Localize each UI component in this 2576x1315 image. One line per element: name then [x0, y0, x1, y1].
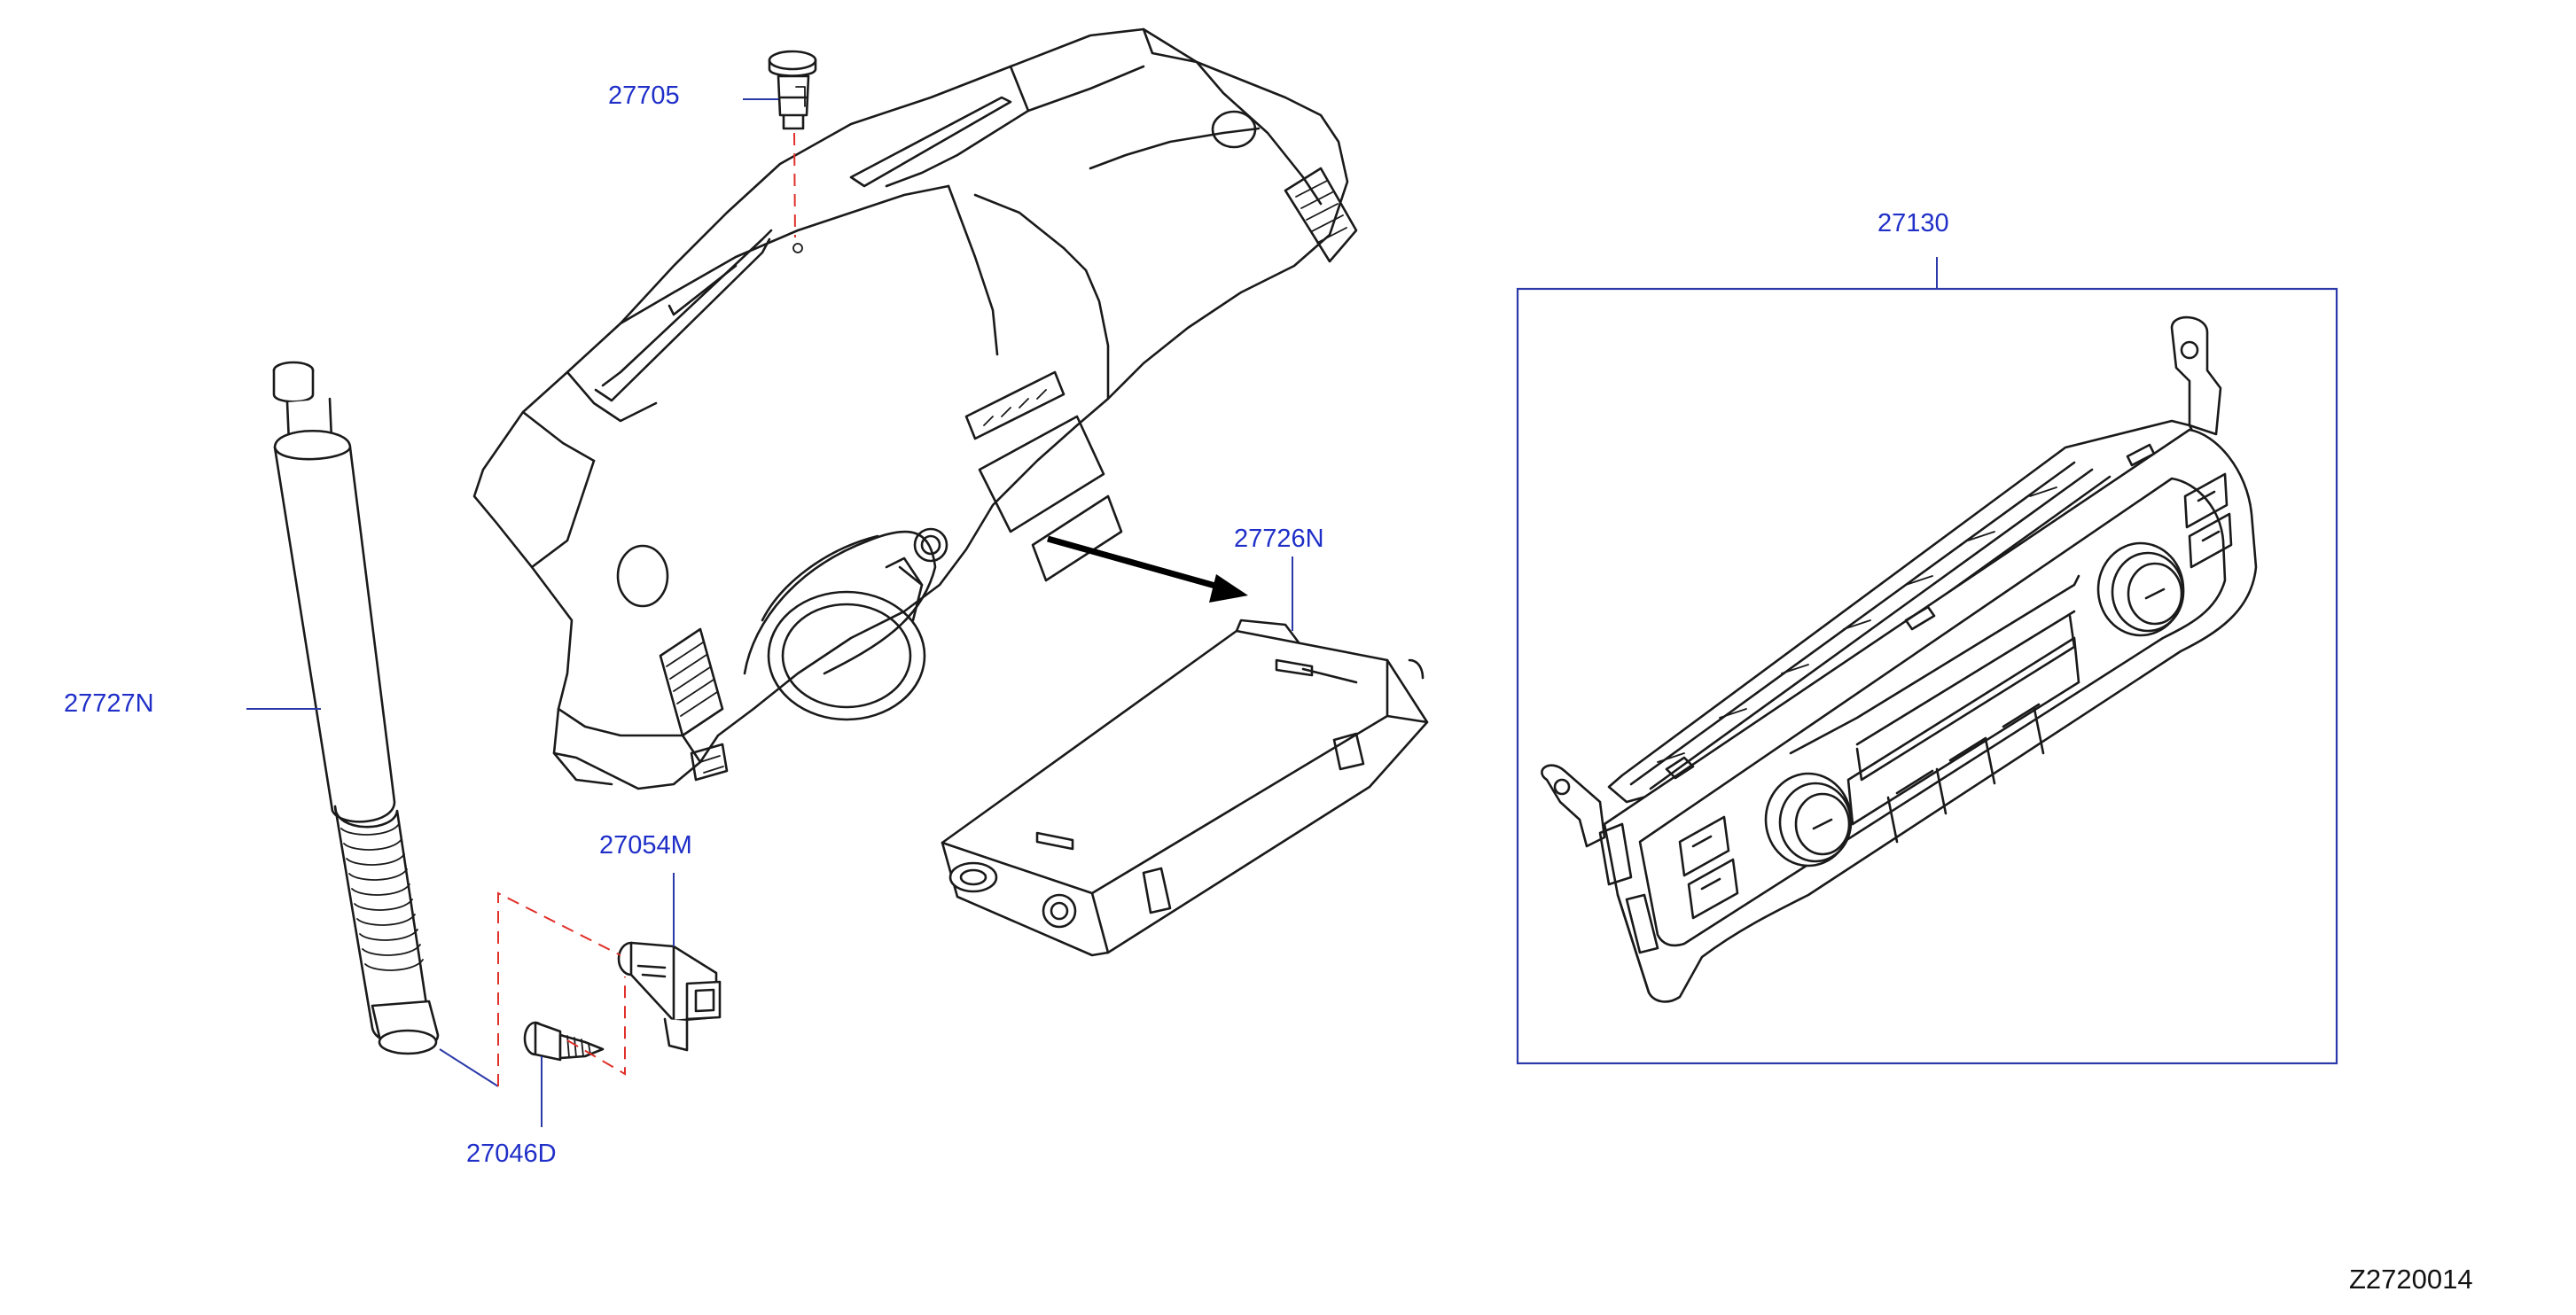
callout-27046D[interactable]: 27046D	[466, 1140, 557, 1168]
callout-27054M[interactable]: 27054M	[599, 831, 692, 860]
arrow-dash-to-unit	[1047, 535, 1248, 603]
leader-27727N-bottom	[439, 1048, 499, 1087]
diagram-code: Z2720014	[2349, 1264, 2473, 1295]
frame-27130	[1516, 287, 2338, 1065]
dashboard-panel	[472, 27, 1358, 790]
screw-27046D	[523, 1021, 605, 1062]
hidden-line-27705	[793, 132, 796, 238]
clip-27705	[768, 50, 817, 130]
sensor-27054M	[617, 941, 722, 1052]
aspirator-duct-27727N	[272, 361, 440, 1055]
hidden-line-mount	[497, 891, 626, 1086]
callout-27726N[interactable]: 27726N	[1234, 525, 1324, 553]
heater-control-panel-27130	[1541, 315, 2258, 1003]
callout-27130[interactable]: 27130	[1877, 209, 1949, 237]
callout-27705[interactable]: 27705	[608, 82, 680, 110]
callout-27727N[interactable]: 27727N	[64, 689, 154, 718]
control-unit-27726N	[941, 619, 1429, 957]
